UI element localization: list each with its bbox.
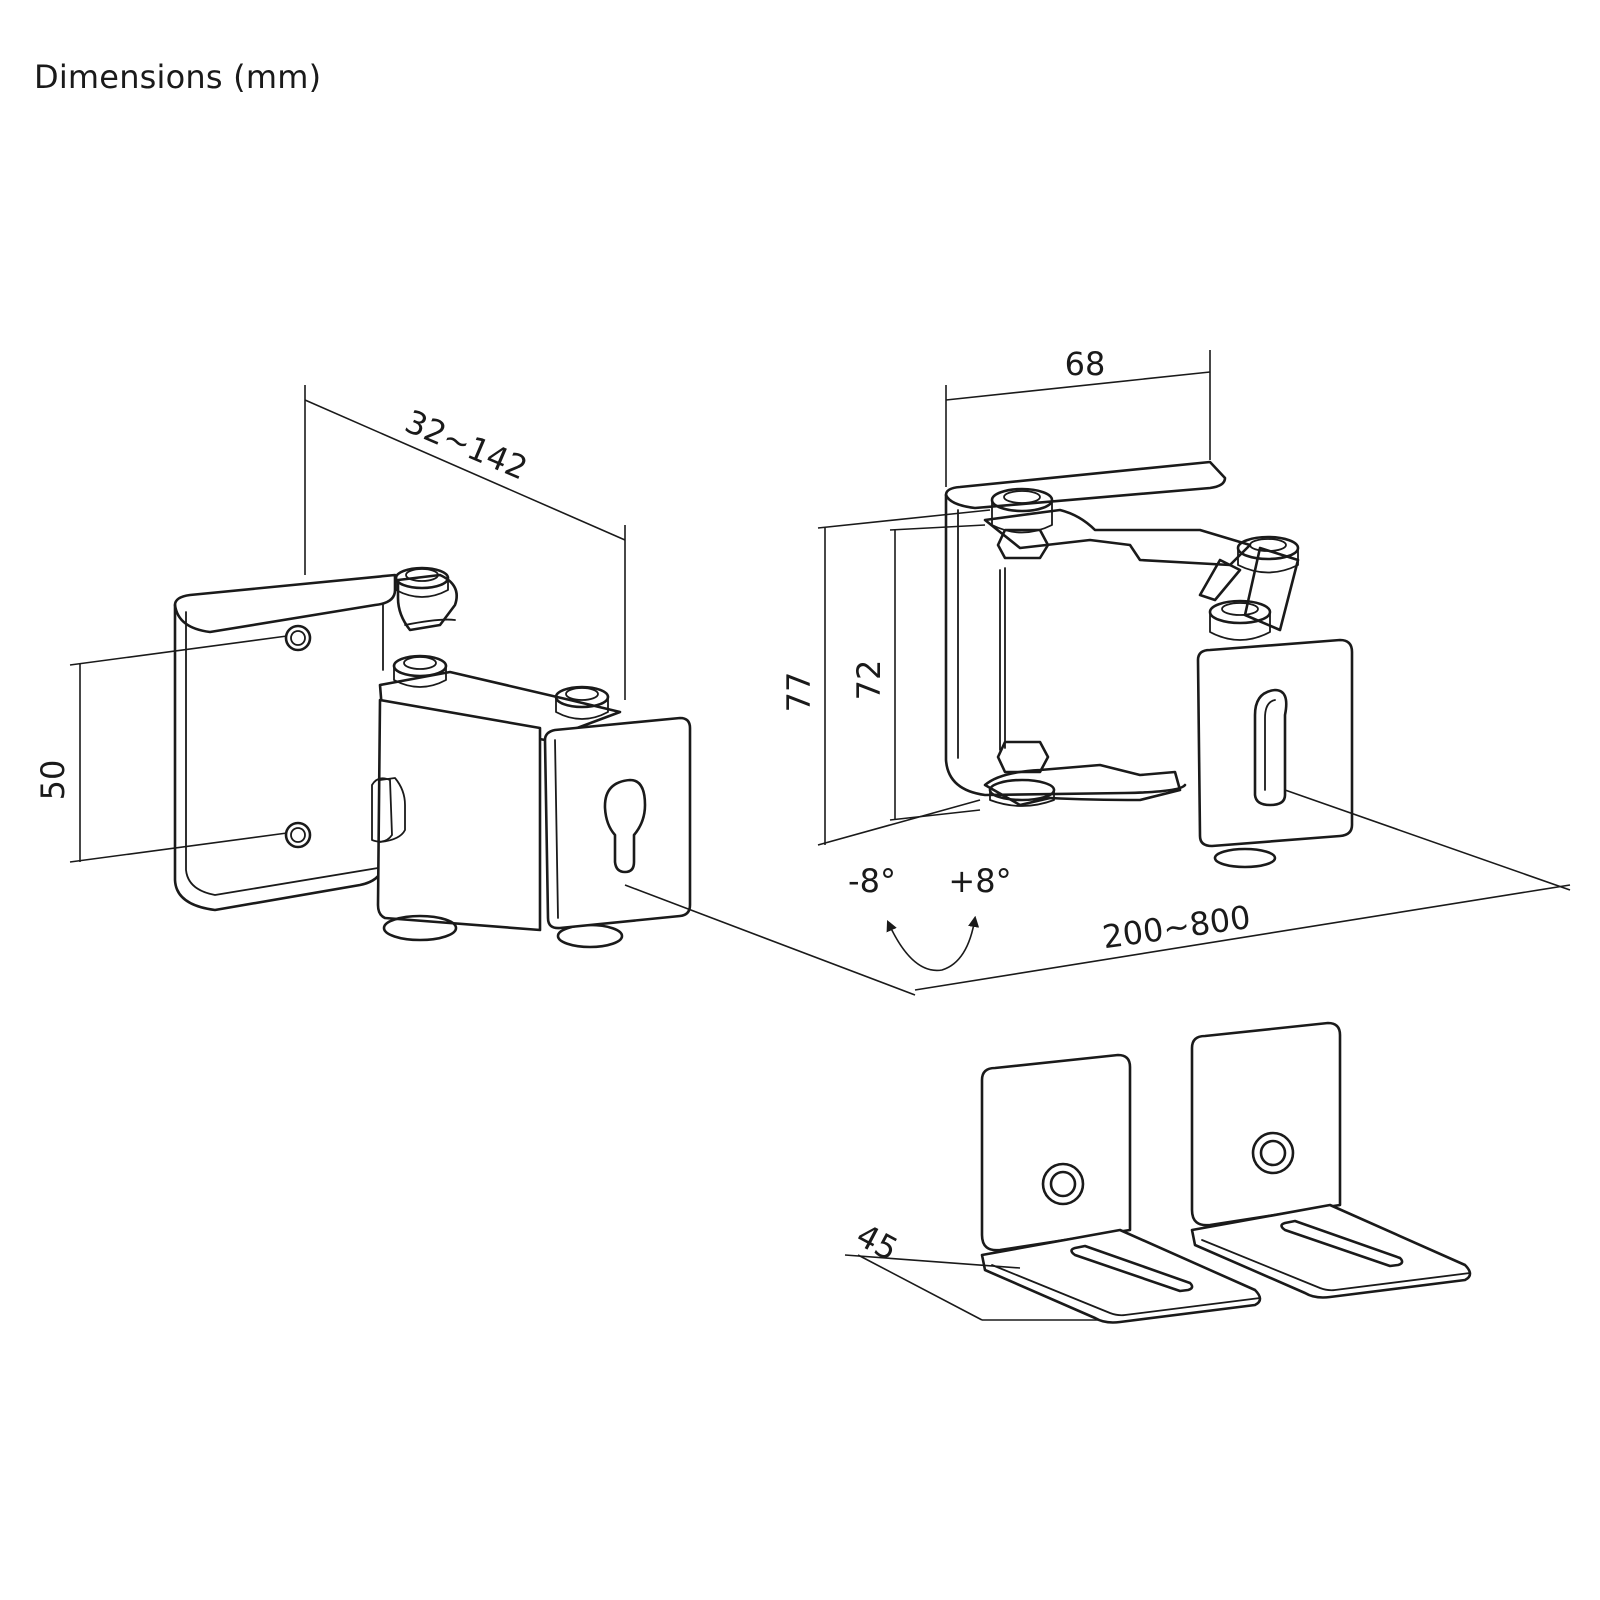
keyhole-slot-icon [603, 778, 647, 874]
bolt-icon [1041, 1162, 1085, 1206]
dimension-bracket-height-inner: 72 [850, 660, 888, 701]
dimension-arm-depth: 32~142 [400, 402, 533, 487]
tilt-plus-label: +8° [948, 862, 1011, 900]
bolt-icon [1251, 1131, 1295, 1175]
center-bracket-illustration [944, 460, 1354, 869]
tilt-minus-label: -8° [848, 862, 896, 900]
left-bracket-illustration [173, 566, 692, 949]
dimension-bracket-height-outer: 77 [780, 672, 818, 713]
foot-dimension-lines [844, 1254, 1100, 1321]
left-dimension-lines [69, 385, 626, 863]
mounting-hole-icon [284, 624, 312, 652]
tilt-arrow-icon [886, 915, 980, 972]
dimension-hole-spacing: 50 [34, 760, 72, 801]
foot-bracket-right [1190, 1021, 1472, 1299]
center-dimension-lines [624, 350, 1571, 996]
mounting-hole-icon [284, 821, 312, 849]
keyhole-slot-icon [1253, 688, 1288, 807]
dimension-bracket-width: 68 [1065, 345, 1106, 383]
slot-icon [1280, 1219, 1404, 1268]
bolt-icon [392, 654, 448, 678]
page-title: Dimensions (mm) [34, 58, 322, 96]
bolt-icon [990, 487, 1054, 513]
dimension-foot-depth: 45 [850, 1216, 904, 1269]
slot-icon [1070, 1244, 1194, 1293]
bolt-icon [1208, 599, 1272, 625]
